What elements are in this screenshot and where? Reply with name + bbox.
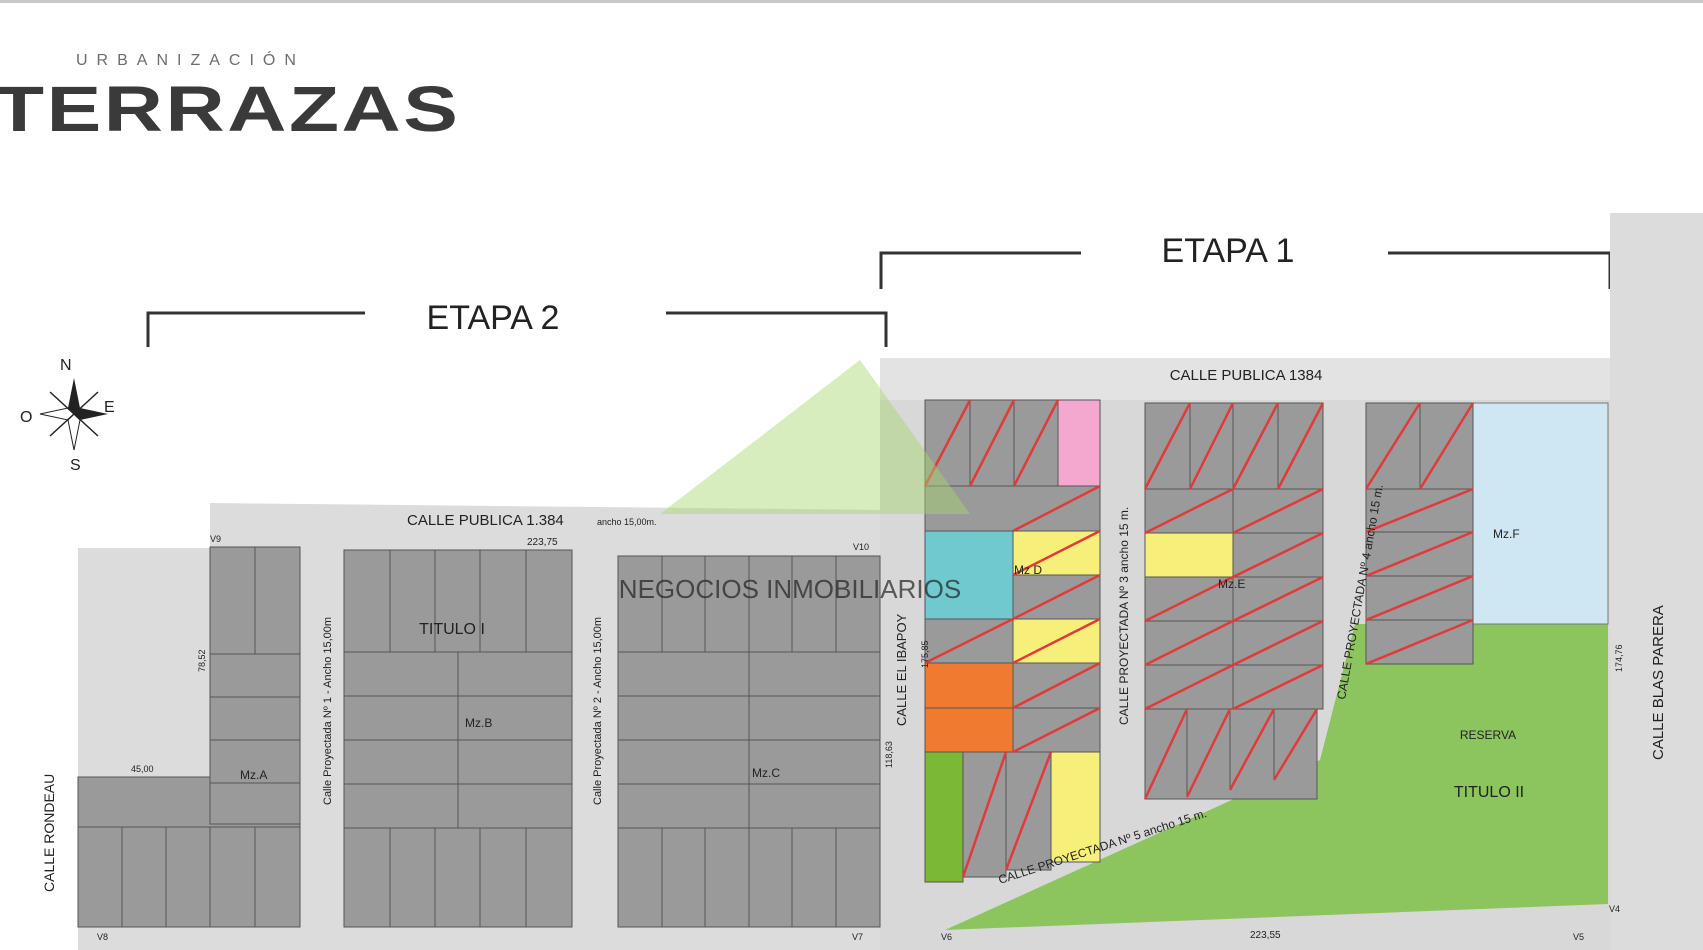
stage1-label: ETAPA 1 [1162,232,1295,270]
street-publica-1384: CALLE PUBLICA 1384 [1170,367,1323,384]
measure-223-75: 223,75 [527,537,558,548]
compass-s: S [70,457,81,474]
block-label-mz-d: Mz D [1014,563,1042,577]
block-label-mz-c: Mz.C [752,766,780,780]
street-rondeau: CALLE RONDEAU [41,774,57,892]
sold-lot-marks [923,399,1475,878]
vertex-v5: V5 [1573,932,1584,942]
brand-name: TERRAZAS [0,73,461,145]
measure-78-52: 78,52 [197,649,207,672]
vertex-v4: V4 [1609,904,1620,914]
reserve-area [945,624,1608,930]
measure-45-00: 45,00 [131,764,154,774]
block-mz-d [924,399,1101,883]
block-mz-f-lots [1365,402,1474,665]
block-label-mz-a: Mz.A [240,768,267,782]
vertex-v10: V10 [853,542,869,552]
measure-174-76: 174,76 [1614,644,1624,672]
compass-n: N [60,357,72,374]
vertex-v9: V9 [210,534,221,544]
stage2-label: ETAPA 2 [427,299,560,337]
measure-118-63: 118,63 [884,741,894,768]
brand-subtitle: URBANIZACIÓN [76,52,305,69]
block-label-mz-e: Mz.E [1218,577,1245,591]
titulo-2-label: TITULO II [1454,784,1524,801]
vertex-v7: V7 [852,932,863,942]
street-proyectada-2: Calle Proyectada Nº 2 - Ancho 15,00m [592,617,604,805]
street-width-label: ancho 15,00m. [597,517,657,527]
street-publica-1384-top [880,358,1610,400]
measure-175-85: 175,85 [920,640,930,668]
vertex-v6: V6 [941,932,952,942]
top-border [0,0,1703,3]
mz-a-lot-lines [121,547,300,927]
watermark-text: NEGOCIOS INMOBILIARIOS [619,574,961,604]
titulo-1-label: TITULO I [419,621,485,638]
block-mz-e [1144,402,1324,800]
measure-223-55: 223,55 [1250,930,1281,941]
street-blas-parera: CALLE BLAS PARERA [1650,605,1667,760]
mz-c-lot-lines [618,556,880,927]
mz-b-lot-lines [344,550,572,927]
brand-logo: URBANIZACIÓN TERRAZAS [0,52,480,145]
vertex-v8: V8 [97,932,108,942]
block-mz-f [1472,402,1609,625]
compass-rose-icon [39,378,108,451]
stage2-bracket [146,311,888,347]
watermark-logo-icon [660,360,970,514]
reserve-label: RESERVA [1460,728,1516,742]
street-proyectada-1: Calle Proyectada Nº 1 - Ancho 15,00m [322,617,334,805]
street-ibapoy: CALLE EL IBAPOY [894,613,909,726]
compass-o: O [20,409,32,426]
street-proyectada-3: CALLE PROYECTADA Nº 3 ancho 15 m. [1117,507,1131,725]
compass-e: E [104,399,115,416]
street-publica-1384-left: CALLE PUBLICA 1.384 [407,512,564,529]
block-label-mz-f: Mz.F [1493,527,1520,541]
block-label-mz-b: Mz.B [465,716,492,730]
